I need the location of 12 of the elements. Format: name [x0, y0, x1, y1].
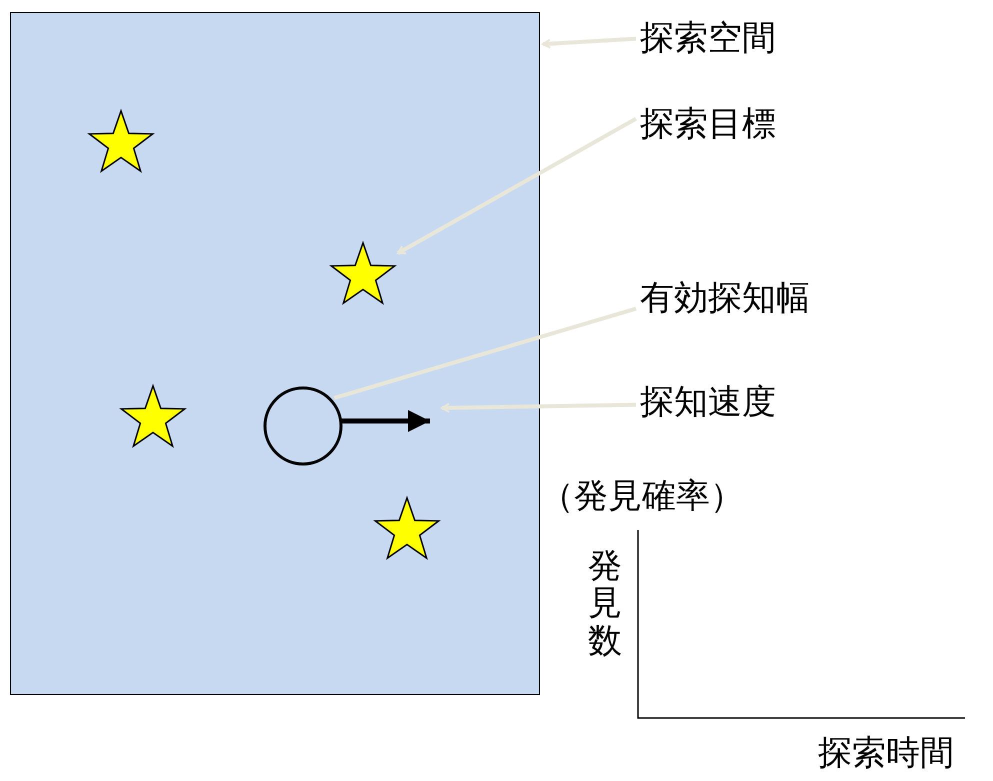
axis-label: （発見確率）	[540, 478, 744, 516]
callout-label: 有効探知幅	[640, 280, 810, 318]
leader-line	[542, 36, 636, 49]
callout-label: 探知速度	[640, 384, 776, 422]
axis-label: 探索時間	[818, 735, 954, 772]
leader-line	[441, 402, 636, 413]
search-area	[10, 12, 540, 695]
callout-label: 探索目標	[640, 106, 776, 144]
axis-label: 発見数	[588, 548, 622, 660]
leader-line	[334, 306, 637, 400]
callout-label: 探索空間	[640, 20, 776, 58]
leader-line	[397, 116, 637, 255]
